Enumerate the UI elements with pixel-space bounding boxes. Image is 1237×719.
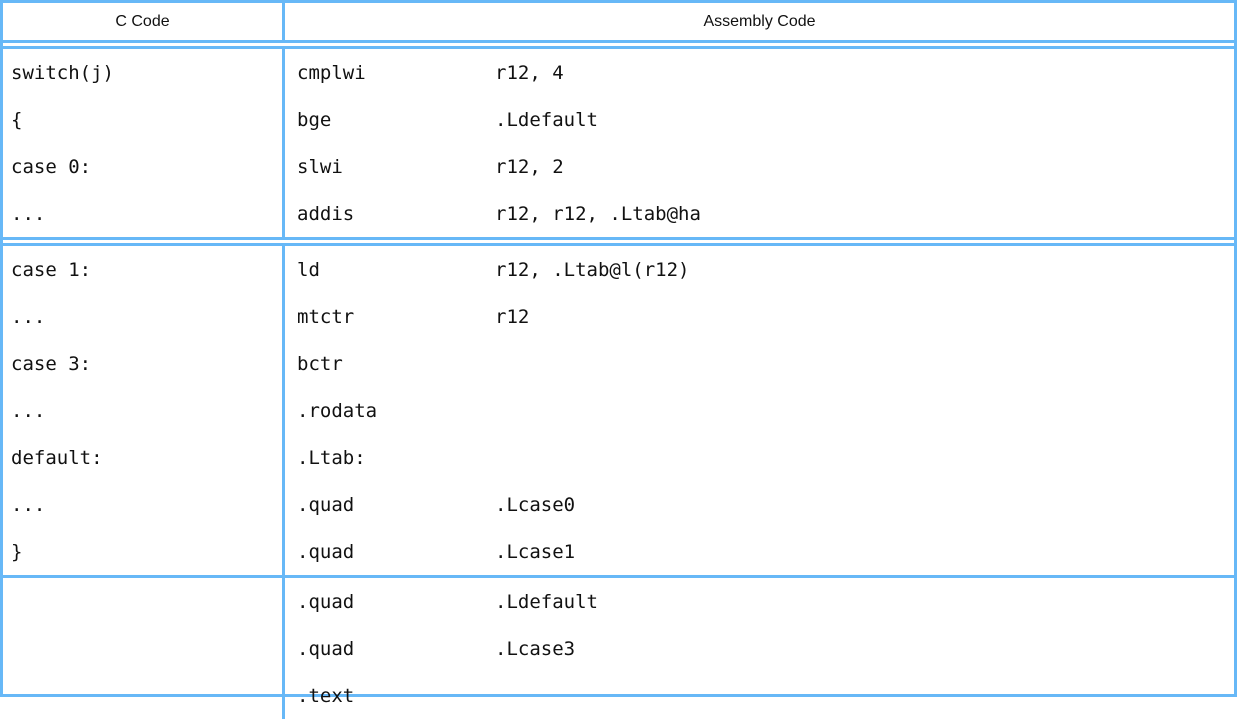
table-section-3: .quad .Ldefault .quad .Lcase3 .text — [3, 578, 1234, 719]
assembly-operand: r12, 4 — [495, 61, 564, 84]
assembly-mnemonic: .quad — [297, 637, 355, 660]
c-code-line-empty — [3, 672, 282, 719]
c-code-line: ... — [11, 399, 46, 422]
c-code-line: switch(j) — [11, 61, 114, 84]
c-code-cell-1: switch(j) { case 0: ... — [3, 49, 285, 237]
header-double-rule — [3, 40, 1234, 49]
c-code-line: case 3: — [11, 352, 92, 375]
assembly-code-cell-1: cmplwi r12, 4 bge .Ldefault slwi r12, 2 … — [285, 49, 1234, 237]
c-code-line-empty — [3, 578, 282, 625]
c-code-line: } — [11, 540, 23, 563]
assembly-mnemonic: .Ltab: — [297, 446, 366, 469]
table-section-2: case 1: ... case 3: ... default: ... } l… — [3, 246, 1234, 575]
assembly-mnemonic: bge — [297, 108, 332, 131]
c-code-line: case 1: — [11, 258, 92, 281]
assembly-code-line: slwi r12, 2 — [285, 143, 1234, 190]
assembly-mnemonic: .quad — [297, 540, 355, 563]
assembly-code-line: .text — [285, 672, 1234, 719]
c-code-line-empty — [3, 625, 282, 672]
assembly-code-line: .quad .Ldefault — [285, 578, 1234, 625]
assembly-code-line: bge .Ldefault — [285, 96, 1234, 143]
assembly-code-line: .rodata — [285, 387, 1234, 434]
c-code-line: ... — [11, 202, 46, 225]
c-code-cell-2: case 1: ... case 3: ... default: ... } — [3, 246, 285, 575]
assembly-mnemonic: ld — [297, 258, 320, 281]
assembly-code-cell-3: .quad .Ldefault .quad .Lcase3 .text — [285, 578, 1234, 719]
assembly-operand: .Lcase0 — [495, 493, 576, 516]
section-1-2-double-rule — [3, 237, 1234, 246]
assembly-operand: .Lcase1 — [495, 540, 576, 563]
c-code-line: ... — [11, 493, 46, 516]
assembly-mnemonic: .quad — [297, 590, 355, 613]
c-code-line: default: — [11, 446, 103, 469]
c-code-line: case 0: — [11, 155, 92, 178]
section-2-3-rule — [3, 575, 1234, 578]
assembly-code-cell-2: ld r12, .Ltab@l(r12) mtctr r12 bctr .rod… — [285, 246, 1234, 575]
assembly-operand: r12, r12, .Ltab@ha — [495, 202, 701, 225]
column-header-assembly-code: Assembly Code — [703, 12, 816, 30]
assembly-code-line: cmplwi r12, 4 — [285, 49, 1234, 96]
assembly-mnemonic: .quad — [297, 493, 355, 516]
assembly-code-line: ld r12, .Ltab@l(r12) — [285, 246, 1234, 293]
assembly-operand: .Ldefault — [495, 590, 598, 613]
assembly-code-line: mtctr r12 — [285, 293, 1234, 340]
c-code-line: ... — [11, 305, 46, 328]
assembly-mnemonic: mtctr — [297, 305, 355, 328]
assembly-operand: r12, .Ltab@l(r12) — [495, 258, 690, 281]
assembly-operand: .Lcase3 — [495, 637, 576, 660]
assembly-code-line: .quad .Lcase0 — [285, 481, 1234, 528]
assembly-mnemonic: cmplwi — [297, 61, 366, 84]
assembly-mnemonic: addis — [297, 202, 355, 225]
assembly-mnemonic: .text — [297, 684, 355, 707]
assembly-mnemonic: bctr — [297, 352, 343, 375]
c-code-line: { — [11, 108, 23, 131]
assembly-code-line: addis r12, r12, .Ltab@ha — [285, 190, 1234, 237]
column-header-c-code: C Code — [3, 3, 285, 40]
assembly-operand: .Ldefault — [495, 108, 598, 131]
assembly-code-line: .quad .Lcase3 — [285, 625, 1234, 672]
assembly-code-line: .quad .Lcase1 — [285, 528, 1234, 575]
assembly-operand: r12, 2 — [495, 155, 564, 178]
assembly-code-line: bctr — [285, 340, 1234, 387]
table-header-row: C Code Assembly Code — [3, 3, 1234, 40]
assembly-mnemonic: .rodata — [297, 399, 378, 422]
assembly-mnemonic: slwi — [297, 155, 343, 178]
assembly-code-line: .Ltab: — [285, 434, 1234, 481]
c-code-cell-3-empty — [3, 578, 285, 719]
assembly-operand: r12 — [495, 305, 530, 328]
table-section-1: switch(j) { case 0: ... cmplwi r12, 4 bg… — [3, 49, 1234, 237]
